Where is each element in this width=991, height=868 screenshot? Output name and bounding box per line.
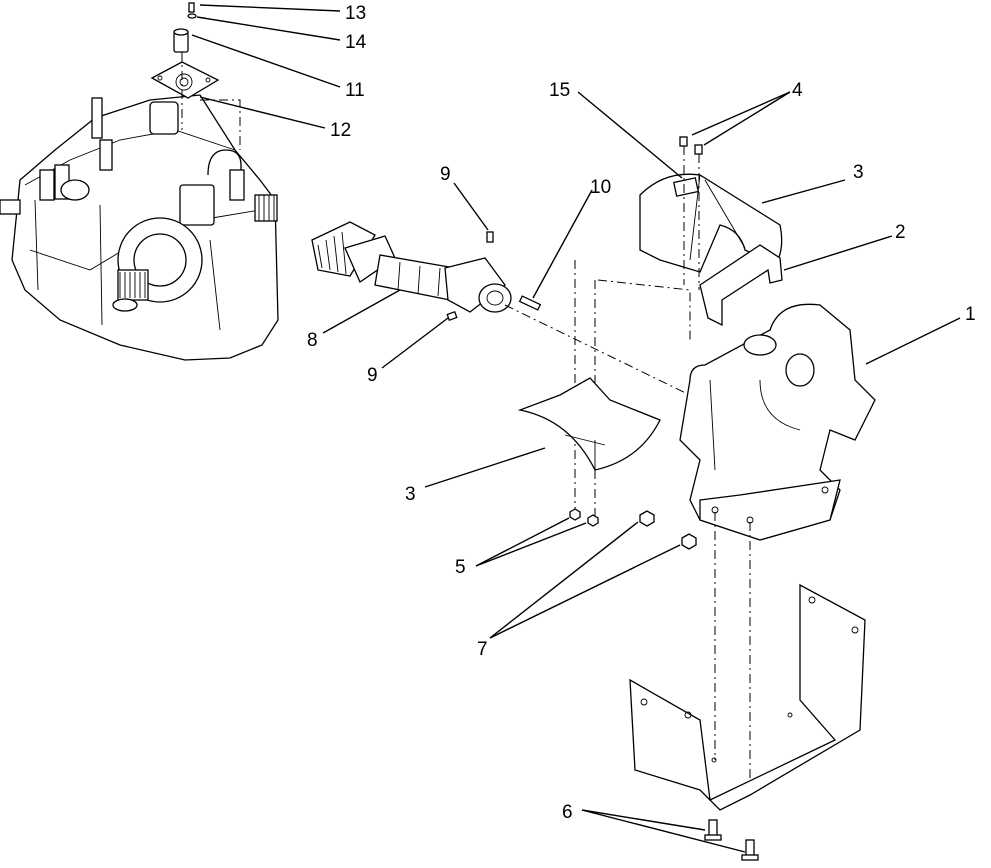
drive-shaft-8: [311, 221, 512, 313]
callout-labels: 13 14 11 12 15 4 3 2 1 9 10 8 9 3 5 7 6: [307, 3, 976, 823]
callout-11: 11: [345, 80, 365, 101]
callout-7: 7: [477, 639, 488, 660]
bolt-6: [704, 819, 759, 861]
callout-3-top: 3: [853, 162, 864, 183]
callout-1: 1: [965, 304, 976, 325]
callout-15: 15: [549, 80, 570, 101]
washer-14: [187, 13, 197, 19]
callout-14: 14: [345, 32, 367, 53]
bracket-2: [699, 244, 783, 327]
callout-8: 8: [307, 330, 318, 351]
callout-5: 5: [455, 557, 466, 578]
callout-2: 2: [895, 222, 906, 243]
callout-12: 12: [330, 120, 351, 141]
leader-lines: [191, 4, 961, 853]
set-screw-9-top: [486, 231, 494, 243]
set-screw-9-bottom: [446, 310, 458, 322]
fitting-11: [173, 28, 189, 53]
coupler-shield-3-top: [639, 173, 783, 273]
callout-6: 6: [562, 802, 573, 823]
pump-cover-plate: [150, 61, 220, 99]
callout-13: 13: [345, 3, 366, 24]
nut-7: [639, 510, 697, 550]
callout-9-bottom: 9: [367, 365, 378, 386]
key-10: [518, 295, 542, 311]
bolt-4: [679, 136, 703, 155]
nut-5: [569, 508, 599, 527]
pump-assembly: [0, 94, 279, 361]
mount-bracket: [629, 583, 866, 811]
coupler-shield-3-bottom: [517, 377, 661, 471]
callout-10: 10: [590, 177, 611, 198]
bolt-13: [188, 2, 195, 13]
callout-9-top: 9: [440, 164, 451, 185]
callout-4: 4: [792, 80, 803, 101]
gearbox-1: [679, 303, 876, 541]
callout-3-bottom: 3: [405, 484, 416, 505]
